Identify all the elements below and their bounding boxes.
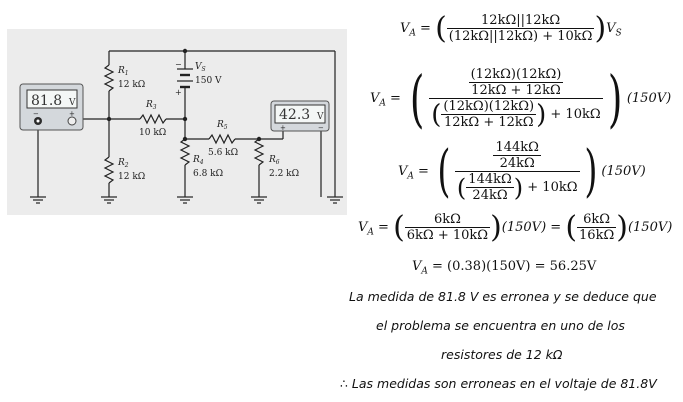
r6-value: 2.2 kΩ [269,169,299,179]
svg-text:VS: VS [195,62,206,73]
equation-2: VA = ((12kΩ)(12kΩ)12kΩ + 12kΩ((12kΩ)(12k… [370,62,672,135]
meter-left-terminal-pos [67,116,77,126]
voltmeter-left: 81.8 V − + [19,83,84,131]
equation-1: VA = (12kΩ||12kΩ(12kΩ||12kΩ) + 10kΩ)VS [400,11,622,46]
note-line-4: ∴ Las medidas son erroneas en el voltaje… [340,376,657,391]
ground-icon [101,196,117,204]
svg-text:R2: R2 [117,158,129,169]
ground-icon [177,196,193,204]
vs-value: 150 V [195,76,222,86]
meter-right-unit: V [316,112,324,122]
r6-resistor [253,138,265,166]
svg-text:R3: R3 [145,100,157,111]
svg-text:+: + [280,124,286,132]
ground-icon [30,196,46,204]
ground-icon [327,196,343,204]
meter-left-reading: 81.8 [31,93,62,109]
ground-symbols [30,196,343,204]
svg-text:R4: R4 [192,155,204,166]
r4-resistor [179,138,191,166]
voltmeter-right: 42.3 V + − [270,100,330,132]
r5-resistor [208,133,236,145]
r1-value: 12 kΩ [118,80,145,90]
note-line-2: el problema se encuentra en uno de los [376,318,625,333]
svg-text:−: − [175,60,182,69]
note-line-1: La medida de 81.8 V es erronea y se dedu… [349,289,657,304]
r2-value: 12 kΩ [118,172,145,182]
r3-resistor [139,113,167,125]
meter-left-unit: V [68,98,76,108]
svg-text:R6: R6 [268,155,280,166]
svg-text:+: + [69,110,75,118]
r3-value: 10 kΩ [139,128,166,138]
r4-value: 6.8 kΩ [193,169,223,179]
note-line-3: resistores de 12 kΩ [441,347,563,362]
svg-text:R5: R5 [216,120,228,131]
circuit-diagram: 81.8 V − + 42.3 V + − R1 12 kΩ R2 12 kΩ … [7,29,347,215]
ground-icon [251,196,267,204]
svg-text:−: − [318,124,324,132]
r5-value: 5.6 kΩ [208,148,238,158]
equation-5: VA = (0.38)(150V) = 56.25V [412,259,597,277]
svg-text:−: − [33,110,39,118]
svg-text:R1: R1 [117,66,129,77]
r2-resistor [103,156,115,184]
r1-resistor [103,64,115,92]
svg-text:+: + [175,88,182,97]
meter-right-reading: 42.3 [279,107,310,123]
